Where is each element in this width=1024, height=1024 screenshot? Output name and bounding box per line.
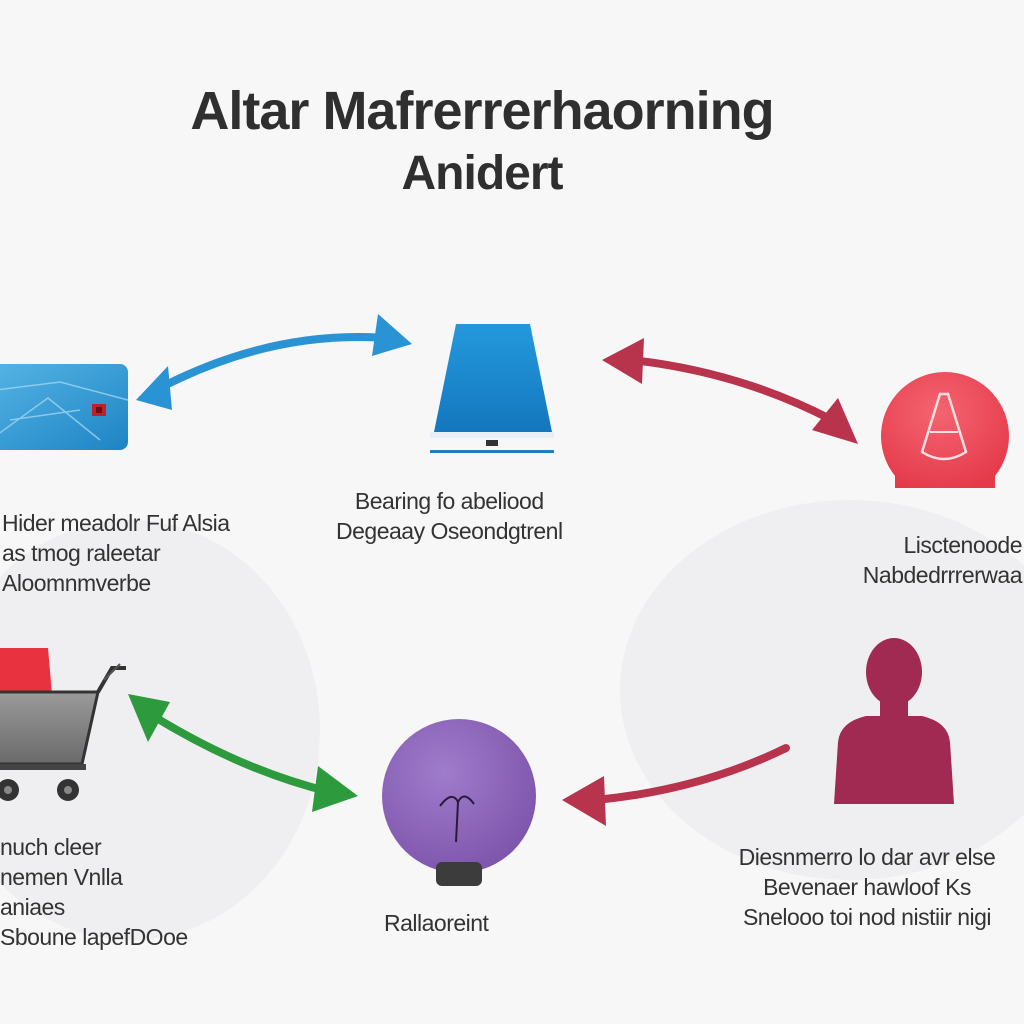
caption-person-line-3: Snelooo toi nod nistiir nigi — [742, 904, 992, 930]
caption-person-line-2: Bevenaer hawloof Ks — [763, 874, 971, 900]
caption-cart-line-3: aniaes — [0, 894, 65, 920]
red-arrow-bottom — [562, 744, 790, 826]
caption-device-line-1: Bearing fo abeliood — [354, 488, 544, 514]
caption-person-line-1: Diesnmerro lo dar avr else — [738, 844, 996, 870]
caption-cart-line-4: Sboune lapefDOoe — [0, 924, 188, 950]
diagram-title-line-2: Anidert — [401, 147, 564, 200]
credit-card-icon — [0, 364, 129, 450]
letter-a-badge-icon — [880, 372, 1009, 488]
caption-profile: Lisctenoode Nabdedrrrerwaa — [812, 530, 1023, 590]
caption-bulb-line-1: Rallaoreint — [384, 910, 489, 936]
red-double-arrow-top — [602, 338, 858, 444]
caption-device: Bearing fo abeliood Degeaay Oseondgtrenl — [336, 486, 563, 546]
caption-cart: nuch cleer nemen Vnlla aniaes Sboune lap… — [0, 832, 188, 952]
diagram-title-line-1: Altar Mafrerrerhaorning — [190, 81, 774, 141]
caption-profile-line-2: Nabdedrrrerwaa — [862, 562, 1023, 588]
caption-card: Hider meadolr Fuf Alsia as tmog raleetar… — [2, 508, 230, 598]
shopping-cart-icon — [0, 648, 126, 801]
blue-double-arrow — [136, 314, 412, 410]
caption-cart-line-2: nemen Vnlla — [0, 864, 123, 890]
caption-cart-line-1: nuch cleer — [0, 834, 102, 860]
background-blob-right — [620, 500, 1024, 880]
caption-card-line-1: Hider meadolr Fuf Alsia — [2, 510, 230, 536]
green-double-arrow — [128, 694, 358, 812]
caption-card-line-3: Aloomnmverbe — [2, 570, 151, 596]
caption-person: Diesnmerro lo dar avr else Bevenaer hawl… — [712, 842, 1022, 932]
caption-bulb: Rallaoreint — [384, 908, 489, 938]
caption-profile-line-1: Lisctenoode — [903, 532, 1022, 558]
person-icon — [834, 638, 954, 804]
tablet-device-icon — [430, 324, 554, 453]
caption-card-line-2: as tmog raleetar — [2, 540, 161, 566]
lightbulb-icon — [382, 719, 536, 886]
caption-device-line-2: Degeaay Oseondgtrenl — [336, 518, 563, 544]
